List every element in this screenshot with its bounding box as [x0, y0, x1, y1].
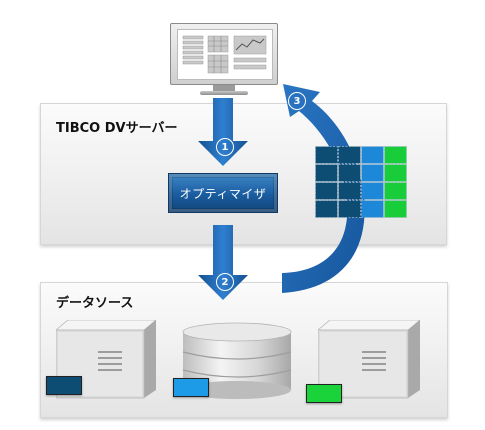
arrow-step-2: [198, 225, 248, 300]
source-right-swatch: [306, 384, 342, 403]
cache-cell: [361, 146, 384, 164]
cache-cell: [315, 182, 338, 200]
cache-cell: [361, 182, 384, 200]
dv-server-label: TIBCO DVサーバー: [56, 121, 178, 136]
cache-cell: [338, 146, 361, 164]
cache-cell: [384, 182, 407, 200]
step-1-badge: 1: [216, 138, 234, 156]
cache-cell: [315, 200, 338, 218]
source-center-swatch: [173, 378, 209, 397]
cache-cell: [384, 200, 407, 218]
arrow-step-1: [198, 98, 248, 166]
cache-cell: [338, 182, 361, 200]
monitor-frame: [170, 23, 278, 85]
step-2-badge: 2: [216, 273, 234, 291]
step-3-badge: 3: [288, 92, 306, 110]
cache-cell: [338, 200, 361, 218]
cache-cell: [384, 164, 407, 182]
arrow-step-3: [282, 84, 365, 293]
optimizer-label: オプティマイザ: [179, 186, 267, 201]
cache-cell: [384, 146, 407, 164]
dashboard-icon: [182, 35, 267, 74]
monitor-foot: [200, 91, 248, 95]
cache-cell: [315, 146, 338, 164]
optimizer-box: オプティマイザ: [168, 173, 278, 213]
monitor-icon: [170, 23, 278, 97]
cache-cell: [315, 164, 338, 182]
cache-cell: [361, 200, 384, 218]
monitor-stand: [213, 85, 235, 91]
source-left-swatch: [46, 376, 82, 395]
datasource-label: データソース: [56, 296, 134, 311]
cache-cell: [361, 164, 384, 182]
cache-cell: [338, 164, 361, 182]
monitor-screen: [177, 29, 273, 80]
cache-grid: [315, 146, 407, 218]
